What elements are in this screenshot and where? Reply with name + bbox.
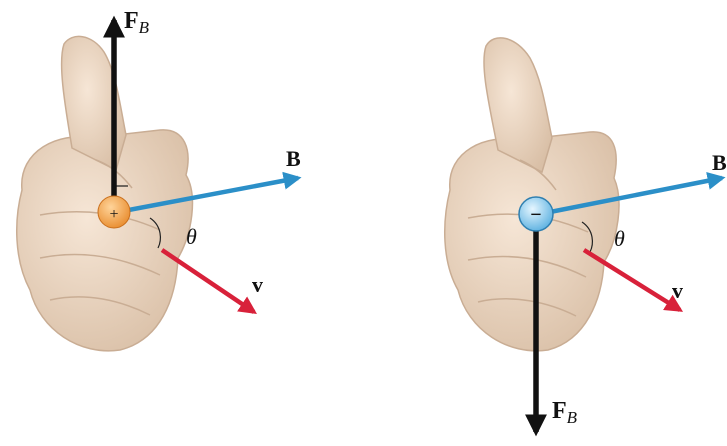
velocity-label-left: v: [252, 272, 263, 297]
charge-symbol-right: −: [530, 204, 541, 226]
angle-arc-left: [149, 217, 161, 249]
force-label-right: FB: [552, 398, 578, 427]
field-label-right: B: [712, 150, 727, 175]
angle-label-left: θ: [186, 224, 197, 249]
field-label-left: B: [286, 146, 301, 171]
field-arrow-left: [117, 171, 302, 215]
angle-label-right: θ: [614, 226, 625, 251]
panel-positive-charge: + FB B v θ: [16, 8, 302, 352]
velocity-arrow-right: [582, 248, 684, 312]
negative-charge: [518, 196, 554, 232]
force-label-left: FB: [124, 8, 150, 37]
angle-arc-right: [581, 221, 593, 253]
panel-negative-charge: − B v θ FB: [444, 37, 727, 437]
field-arrow-right: [539, 171, 726, 217]
velocity-arrow-left: [160, 248, 257, 315]
right-hand-right: [444, 37, 620, 352]
charge-symbol-left: +: [109, 206, 118, 223]
right-hand-left: [16, 35, 194, 352]
positive-charge: [97, 195, 131, 229]
velocity-label-right: v: [672, 278, 683, 303]
